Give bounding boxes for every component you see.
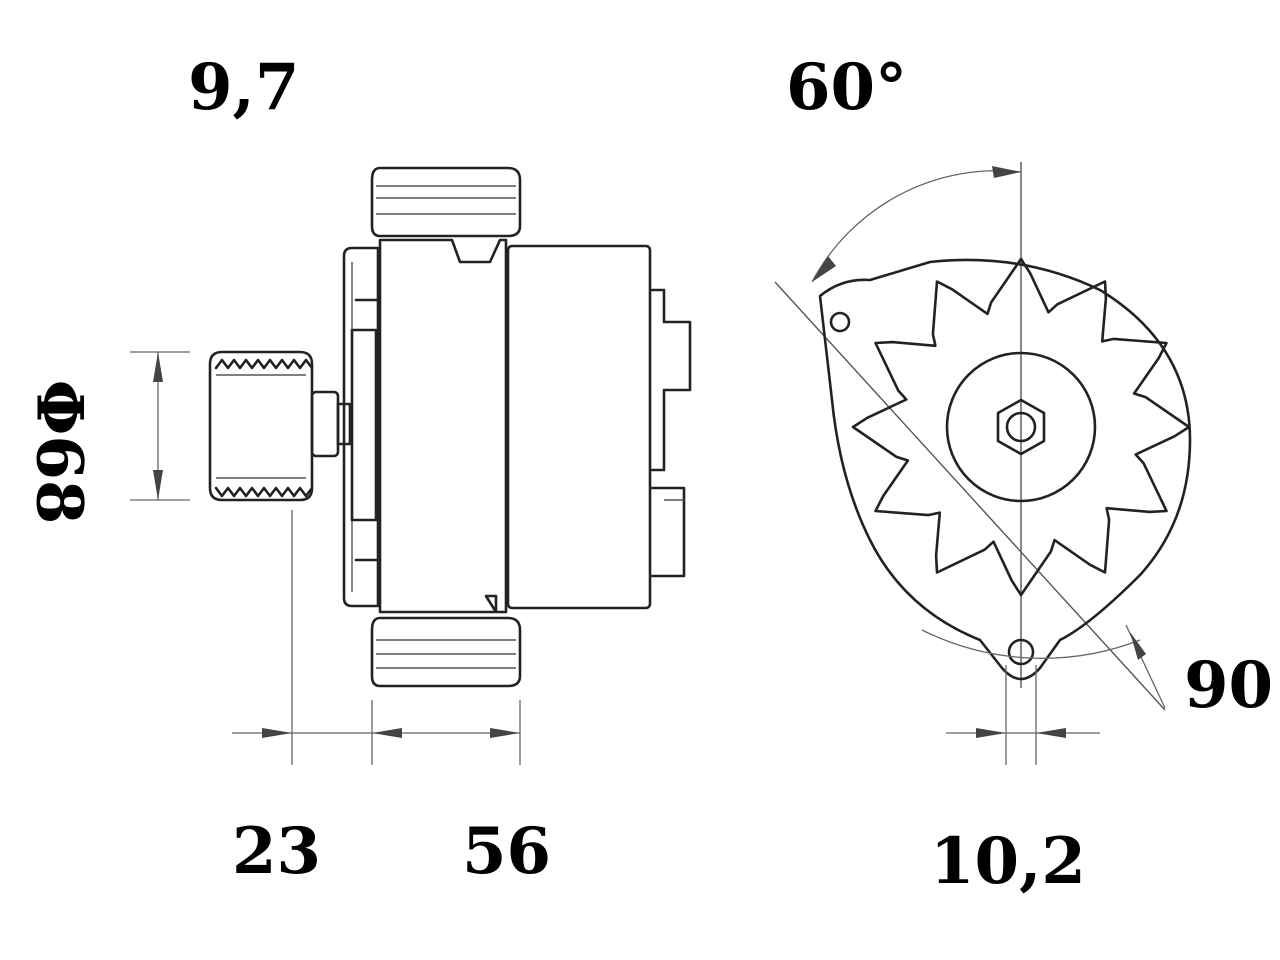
front-flange [342,246,380,608]
dim-10-2 [946,665,1100,765]
dim-label-90: 90 [1184,648,1274,723]
dim-label-60deg: 60° [786,50,908,125]
front-view [774,162,1192,765]
mounting-hole-top [829,311,851,333]
angle-arc-60 [811,170,1022,283]
fan-blades [851,257,1191,597]
dim-label-10-2: 10,2 [930,824,1086,899]
mounting-lug-top [370,166,522,238]
front-housing-outline [818,258,1192,681]
dim-label-9-7: 9,7 [188,50,300,125]
dim-23-56 [232,510,521,765]
pulley-grooves-bottom [214,486,314,498]
hub-ring [945,351,1097,503]
mounting-lug-bottom [370,616,522,688]
rear-housing [506,244,652,610]
dim-label-56: 56 [462,814,552,889]
dim-phi68 [130,351,190,501]
mounting-hole-bottom [1007,638,1035,666]
rear-terminal-bottom [650,486,686,578]
pulley [208,350,314,502]
front-housing [378,238,508,614]
dim-label-23: 23 [232,814,322,889]
hex-nut [996,398,1046,456]
shaft-hub [310,390,340,458]
side-view [130,166,692,765]
rear-terminal-top [650,288,692,472]
dim-label-phi68: Φ68 [21,379,97,525]
pulley-grooves-top [214,358,314,370]
